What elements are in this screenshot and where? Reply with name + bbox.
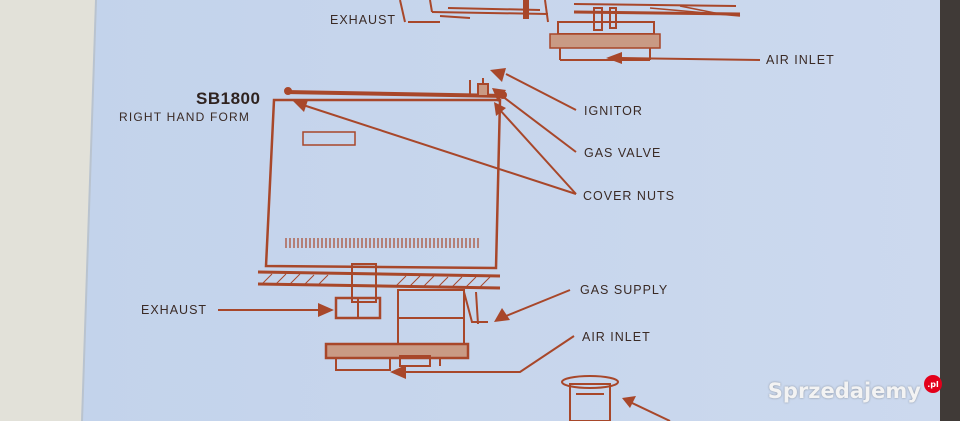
watermark-text: Sprzedajemy <box>767 379 921 403</box>
label-exhaust: EXHAUST <box>141 303 208 317</box>
watermark-badge: .pl <box>924 375 942 393</box>
label-gas-supply: GAS SUPPLY <box>580 283 669 297</box>
model-number: SB1800 <box>196 89 261 108</box>
label-air-inlet-top: AIR INLET <box>766 53 835 67</box>
label-ignitor: IGNITOR <box>584 104 643 118</box>
label-air-inlet: AIR INLET <box>582 330 651 344</box>
form-subtitle: RIGHT HAND FORM <box>119 110 251 124</box>
label-exhaust-top: EXHAUST <box>330 13 397 27</box>
label-gas-valve: GAS VALVE <box>584 146 662 160</box>
watermark-logo: Sprzedajemy .pl <box>767 375 942 403</box>
label-cover-nuts: COVER NUTS <box>583 189 675 203</box>
